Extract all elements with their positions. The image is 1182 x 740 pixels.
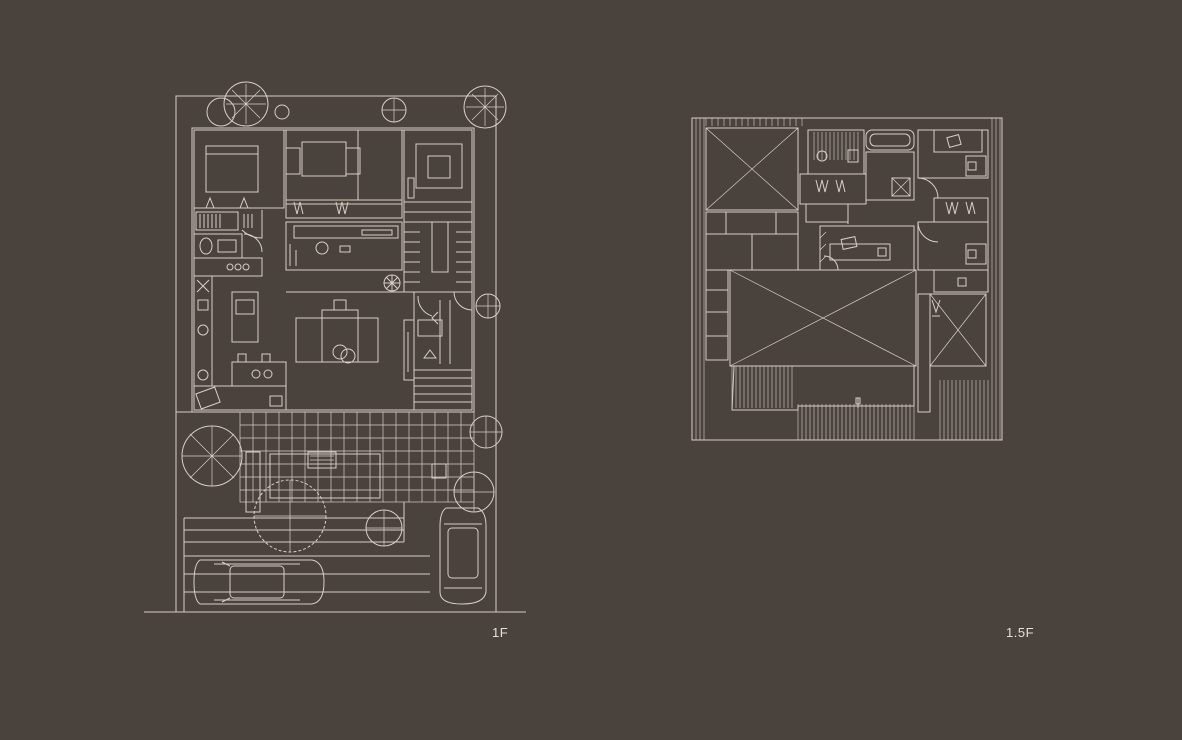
closet-1-5f (799, 173, 867, 224)
plan-1-5f (691, 117, 1003, 441)
kitchen-island (231, 291, 259, 343)
void-top-left (705, 127, 799, 211)
bathroom-1f (193, 233, 263, 259)
entrance-stair (413, 291, 473, 411)
kids-rooms (917, 129, 989, 293)
stair-1f (403, 201, 473, 293)
entry-steps (183, 502, 430, 612)
living-room (286, 291, 415, 381)
study-desk-1-5f (819, 225, 915, 271)
toilet-washroom (807, 129, 915, 201)
void-central (729, 269, 917, 411)
bedroom (193, 129, 285, 239)
car-vertical (439, 507, 487, 605)
void-right (917, 293, 987, 413)
central-kitchen (285, 221, 403, 292)
bathtub (865, 129, 915, 151)
terrace-deck (239, 411, 475, 513)
study-room (285, 129, 403, 219)
site-boundary (175, 95, 497, 612)
dining-counter (193, 353, 287, 411)
building-outline-1-5f (691, 117, 1003, 441)
floor-label-1f: 1F (492, 625, 509, 640)
plan-1f (144, 81, 526, 613)
tree-icon (223, 81, 269, 127)
kitchen-1f (193, 257, 263, 387)
roof-deck-hatch (695, 118, 1001, 440)
tatami-room (403, 129, 473, 203)
bed (205, 145, 259, 193)
car-horizontal (193, 559, 325, 605)
trees-1f (181, 81, 507, 553)
floor-label-1-5f: 1.5F (1006, 625, 1035, 640)
